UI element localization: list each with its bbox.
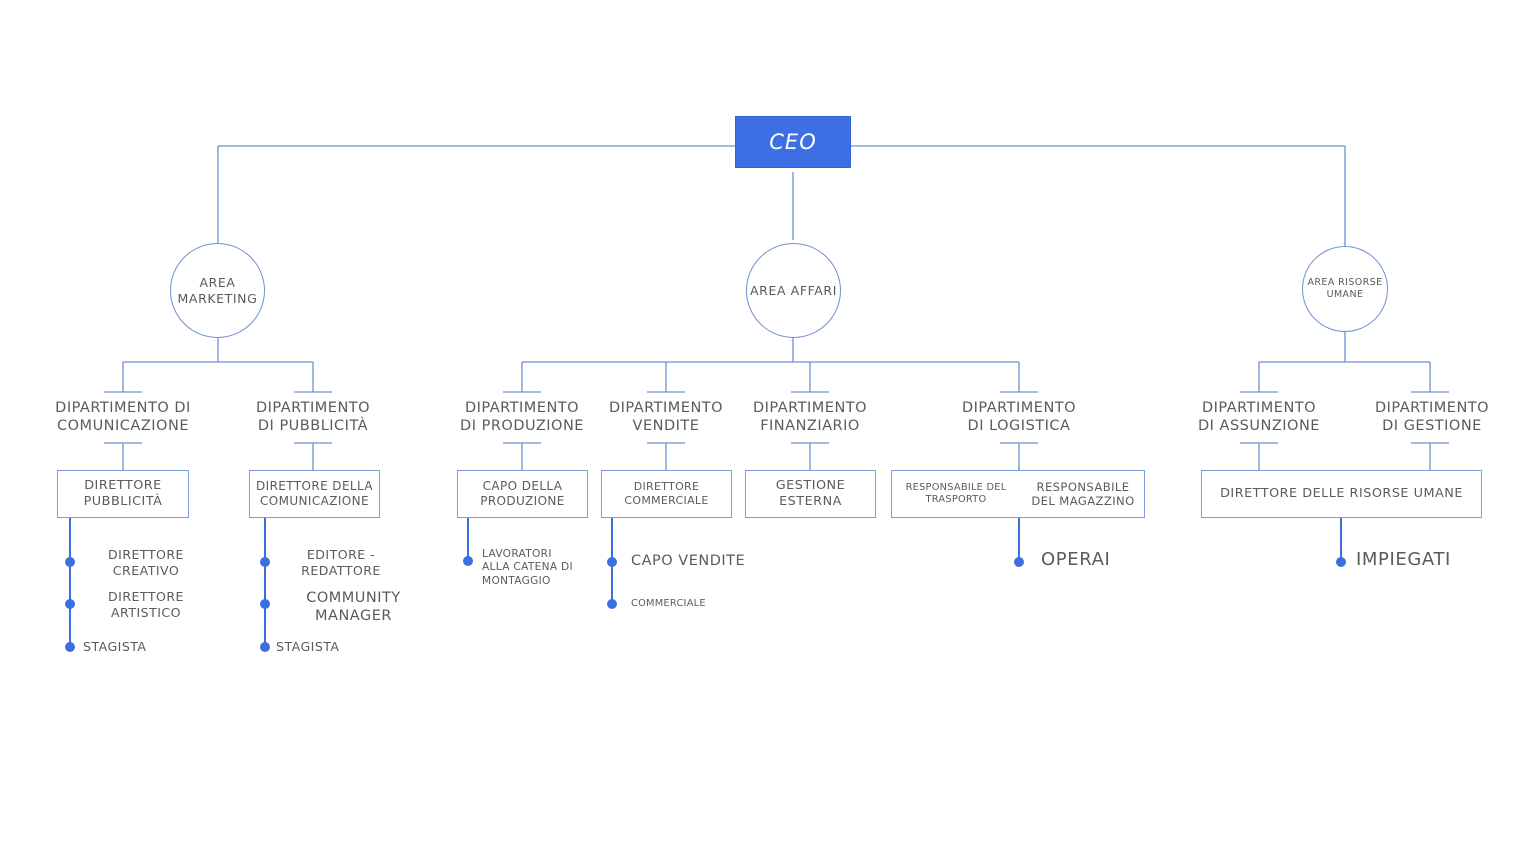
leaf-stagista-pubblicita[interactable]: STAGISTA	[276, 639, 340, 654]
role-box-direttore-pubblicita[interactable]: DIRETTORE PUBBLICITÀ	[57, 470, 189, 518]
ceo-node[interactable]: CEO	[735, 116, 851, 168]
leaf-editore-redattore[interactable]: EDITORE - REDATTORE	[301, 547, 381, 578]
role-box-direttore-comunicazione[interactable]: DIRETTORE DELLA COMUNICAZIONE	[249, 470, 380, 518]
area-label-affari: AREA AFFARI	[750, 282, 837, 298]
role-box-direttore-risorse-umane[interactable]: DIRETTORE DELLE RISORSE UMANE	[1201, 470, 1482, 518]
area-node-risorse-umane[interactable]: AREA RISORSE UMANE	[1302, 246, 1388, 332]
department-finanziario[interactable]: DIPARTIMENTO FINANZIARIO	[752, 400, 868, 434]
department-vendite[interactable]: DIPARTIMENTO VENDITE	[608, 400, 724, 434]
role-box-logistica[interactable]: RESPONSABILE DEL TRASPORTO RESPONSABILE …	[891, 470, 1145, 518]
ceo-label: CEO	[769, 130, 817, 154]
department-gestione[interactable]: DIPARTIMENTO DI GESTIONE	[1374, 400, 1490, 434]
department-produzione[interactable]: DIPARTIMENTO DI PRODUZIONE	[460, 400, 584, 434]
role-label-responsabile-magazzino: RESPONSABILE DEL MAGAZZINO	[1031, 479, 1135, 508]
leaf-direttore-creativo[interactable]: DIRETTORE CREATIVO	[108, 547, 184, 578]
area-node-affari[interactable]: AREA AFFARI	[746, 243, 841, 338]
leaf-capo-vendite[interactable]: CAPO VENDITE	[631, 553, 746, 569]
role-label-responsabile-trasporto: RESPONSABILE DEL TRASPORTO	[905, 481, 1007, 505]
department-logistica[interactable]: DIPARTIMENTO DI LOGISTICA	[961, 400, 1077, 434]
area-label-risorse-umane: AREA RISORSE UMANE	[1307, 277, 1383, 300]
role-box-capo-produzione[interactable]: CAPO DELLA PRODUZIONE	[457, 470, 588, 518]
role-box-direttore-commerciale[interactable]: DIRETTORE COMMERCIALE	[601, 470, 732, 518]
leaf-impiegati[interactable]: IMPIEGATI	[1356, 549, 1451, 570]
leaf-lavoratori-catena-montaggio[interactable]: LAVORATORI ALLA CATENA DI MONTAGGIO	[482, 548, 573, 587]
area-node-marketing[interactable]: AREA MARKETING	[170, 243, 265, 338]
department-pubblicita[interactable]: DIPARTIMENTO DI PUBBLICITÀ	[255, 400, 371, 434]
leaf-direttore-artistico[interactable]: DIRETTORE ARTISTICO	[108, 589, 184, 620]
leaf-stagista-comunicazione[interactable]: STAGISTA	[83, 639, 147, 654]
area-label-marketing: AREA MARKETING	[177, 275, 258, 306]
leaf-community-manager[interactable]: COMMUNITY MANAGER	[306, 590, 401, 625]
leaf-commerciale[interactable]: COMMERCIALE	[631, 598, 706, 609]
leaf-operai[interactable]: OPERAI	[1041, 549, 1111, 570]
department-assunzione[interactable]: DIPARTIMENTO DI ASSUNZIONE	[1198, 400, 1320, 434]
department-comunicazione[interactable]: DIPARTIMENTO DI COMUNICAZIONE	[55, 400, 191, 434]
role-box-gestione-esterna[interactable]: GESTIONE ESTERNA	[745, 470, 876, 518]
